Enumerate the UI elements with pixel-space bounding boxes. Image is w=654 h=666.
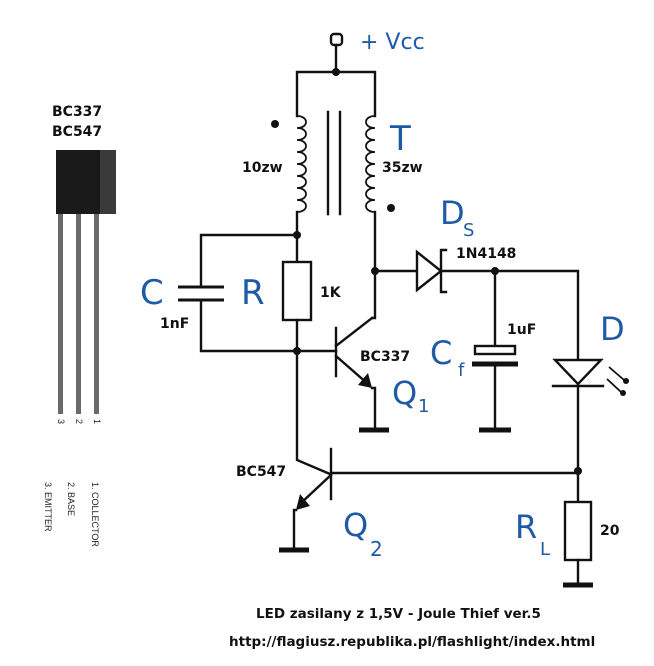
cf-value: 1uF — [507, 322, 536, 338]
led-emission-arrow-1 — [608, 366, 625, 381]
ds-triangle — [415, 249, 443, 293]
cf-ref-sub: f — [458, 360, 465, 381]
q2-emitter-leg — [300, 473, 333, 504]
q1-ref: Q — [392, 374, 417, 412]
primary-winding — [296, 115, 307, 213]
transistor-q2: BC547 Q 2 — [236, 447, 383, 561]
transistor-q1: BC337 Q 1 — [334, 316, 429, 433]
resistor-rl: R L 20 — [515, 500, 620, 562]
q1-emitter-wire — [370, 386, 377, 432]
caption-title: LED zasilany z 1,5V - Joule Thief ver.5 — [256, 606, 541, 622]
cap-top-wire — [199, 233, 299, 289]
pin-number-1: 1 — [92, 419, 102, 424]
rl-ref-sub: L — [540, 539, 550, 560]
q1-collector-wire — [370, 210, 377, 320]
res-r-value: 1K — [320, 285, 342, 301]
capacitor-c: C 1nF — [140, 273, 224, 332]
q2-ref: Q — [343, 506, 368, 544]
cf-ref: C — [430, 334, 452, 372]
secondary-turns-label: 35zw — [382, 160, 423, 176]
leg-1 — [94, 214, 99, 414]
vcc-terminal: + Vcc — [329, 30, 425, 74]
q2-part: BC547 — [236, 464, 286, 480]
leg-2 — [76, 214, 81, 414]
vcc-split-wire — [295, 70, 377, 118]
package-part-2: BC547 — [52, 124, 102, 140]
led-emission-tip-1 — [623, 378, 629, 384]
primary-turns-label: 10zw — [242, 160, 283, 176]
q2-emitter-arrow — [296, 494, 310, 510]
q1-collector-leg — [334, 316, 374, 348]
res-r-ref: R — [241, 273, 265, 313]
cf-plate-positive — [473, 344, 517, 356]
caption-url[interactable]: http://flagiusz.republika.pl/flashlight/… — [229, 634, 595, 650]
q2-ref-sub: 2 — [370, 537, 383, 561]
cap-c-value: 1nF — [160, 316, 189, 332]
res-r-body — [281, 260, 313, 322]
diode-ds: D S 1N4148 — [415, 194, 516, 294]
led-ref: D — [600, 310, 625, 348]
ds-cathode-wire — [439, 269, 580, 362]
ds-ref-sub: S — [463, 220, 474, 241]
transistor-package: BC337 BC547 3 2 1 1. COLLECTOR 2. BASE 3… — [43, 104, 116, 547]
pinout-emitter: 3. EMITTER — [43, 482, 53, 532]
cap-bottom-wire — [199, 298, 299, 353]
primary-polarity-dot — [271, 120, 279, 128]
secondary-winding — [365, 115, 376, 213]
q1-emitter-leg — [334, 354, 370, 386]
pinout-base: 2. BASE — [66, 482, 76, 516]
package-part-1: BC337 — [52, 104, 102, 120]
leg-3 — [58, 214, 63, 414]
rl-ref: R — [515, 508, 537, 546]
capacitor-cf: C f 1uF — [430, 322, 536, 381]
led-triangle — [552, 358, 604, 386]
q1-part: BC337 — [360, 349, 410, 365]
led-emission-tip-2 — [620, 390, 626, 396]
q1-emitter-arrow — [358, 373, 372, 388]
resistor-r: R 1K — [241, 260, 342, 322]
transformer-ref: T — [389, 119, 411, 159]
rl-value: 20 — [600, 523, 620, 539]
q2-emitter-wire — [292, 508, 298, 552]
ds-part: 1N4148 — [456, 246, 516, 262]
pin-number-2: 2 — [74, 419, 84, 424]
transformer-t: 10zw 35zw T — [242, 110, 423, 216]
rl-body — [563, 500, 593, 562]
pin-number-3: 3 — [56, 419, 66, 424]
q1-ref-sub: 1 — [418, 396, 429, 417]
cap-c-ref: C — [140, 273, 164, 313]
q2-collector-wire — [295, 349, 332, 476]
led-emission-arrow-2 — [606, 378, 622, 393]
to92-flat-face — [100, 150, 116, 214]
vcc-terminal-pad — [329, 32, 344, 47]
led-d: D — [551, 310, 629, 396]
pinout-collector: 1. COLLECTOR — [90, 482, 100, 547]
ds-ref: D — [440, 194, 465, 232]
secondary-polarity-dot — [387, 204, 395, 212]
vcc-label: + Vcc — [360, 30, 425, 55]
